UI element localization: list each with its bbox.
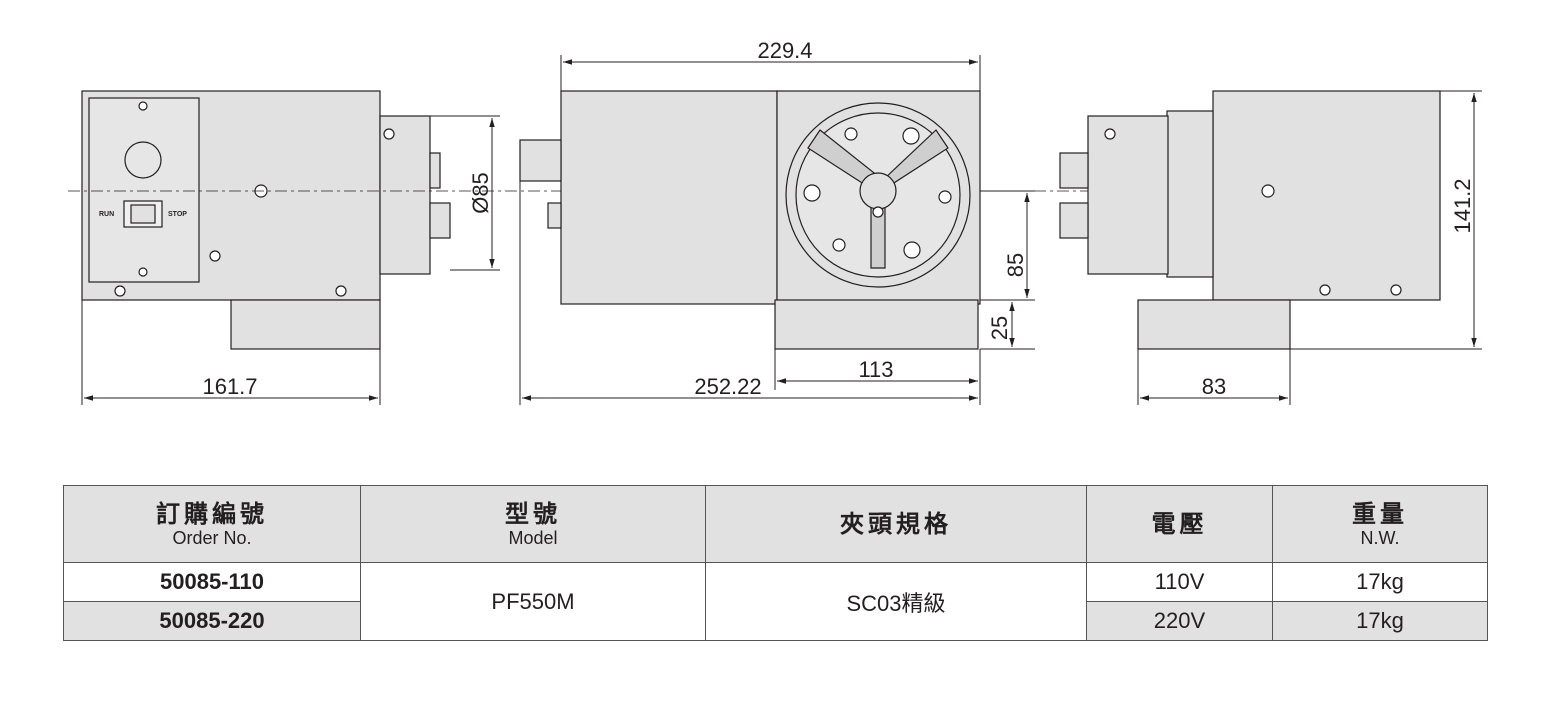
dim-overall-width: 252.22: [694, 374, 761, 399]
dim-center-height: 85: [1003, 253, 1028, 277]
cell-voltage: 220V: [1086, 601, 1273, 641]
dim-top-width: 229.4: [757, 38, 812, 63]
cell-order-no: 50085-220: [63, 601, 361, 641]
left-view-base: [230, 299, 381, 350]
run-label: RUN: [99, 211, 114, 218]
front-view-motor-body: [560, 90, 778, 305]
cell-order-no: 50085-110: [63, 562, 361, 602]
cell-weight: 17kg: [1272, 562, 1488, 602]
right-view: [1059, 90, 1441, 350]
front-view: [519, 90, 981, 350]
right-view-base: [1137, 299, 1291, 350]
dim-side-width: 161.7: [202, 374, 257, 399]
dim-base-width: 113: [858, 357, 893, 382]
cell-voltage: 110V: [1086, 562, 1273, 602]
right-view-chuck: [1087, 115, 1169, 275]
cell-model: PF550M: [360, 562, 706, 641]
header-weight: 重量 N.W.: [1272, 485, 1488, 563]
spec-table: 訂購編號 Order No. 型號 Model 夾頭規格 電壓 重量 N.W. …: [63, 485, 1488, 641]
left-view: [81, 90, 451, 350]
dim-right-width: 83: [1202, 374, 1226, 399]
table-row: 50085-220 220V 17kg: [63, 601, 1488, 641]
front-view-base: [774, 299, 979, 350]
technical-drawing: RUN STOP: [68, 38, 1482, 405]
header-order-no: 訂購編號 Order No.: [63, 485, 361, 563]
right-view-flange: [1166, 110, 1214, 278]
chuck-center: [859, 172, 897, 210]
left-view-knob: [124, 141, 162, 179]
header-model: 型號 Model: [360, 485, 706, 563]
dim-overall-height: 141.2: [1450, 178, 1475, 233]
dim-base-height: 25: [987, 316, 1012, 340]
left-view-panel: [88, 97, 200, 283]
header-chuck: 夾頭規格: [705, 485, 1087, 563]
front-view-knob: [519, 139, 562, 182]
stop-label: STOP: [168, 211, 187, 218]
right-view-body: [1212, 90, 1441, 301]
cell-chuck: SC03精級: [705, 562, 1087, 641]
cell-weight: 17kg: [1272, 601, 1488, 641]
left-view-chuck: [379, 115, 431, 275]
table-header-row: 訂購編號 Order No. 型號 Model 夾頭規格 電壓 重量 N.W.: [63, 485, 1488, 563]
dim-chuck-diameter: Ø85: [468, 172, 493, 214]
dimension-lines: [81, 55, 1482, 405]
table-row: 50085-110 PF550M SC03精級 110V 17kg: [63, 562, 1488, 641]
header-voltage: 電壓: [1086, 485, 1273, 563]
